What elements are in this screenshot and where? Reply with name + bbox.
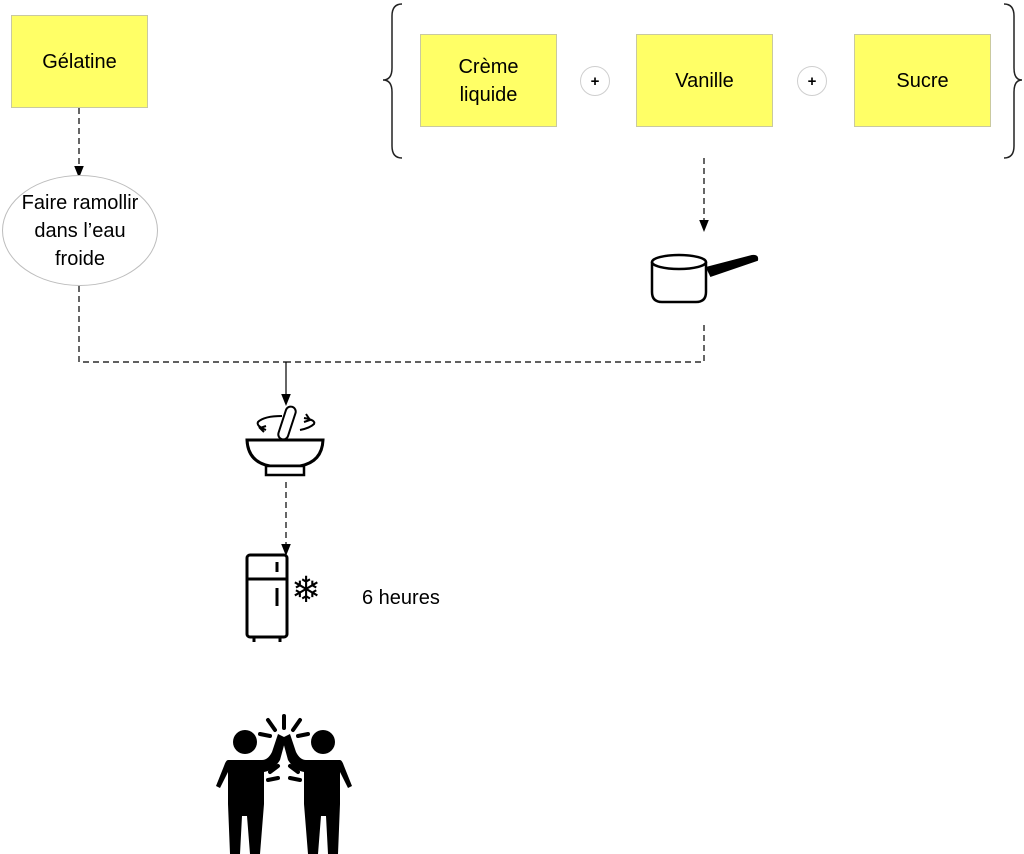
node-soften-in-cold-water: Faire ramollir dans l’eau froide (2, 175, 158, 286)
node-gelatine: Gélatine (11, 15, 148, 108)
node-soften-label: Faire ramollir dans l’eau froide (21, 191, 139, 270)
node-gelatine-label: Gélatine (42, 50, 117, 73)
node-vanilla-label: Vanille (675, 69, 734, 92)
node-vanilla: Vanille (636, 34, 773, 127)
fridge-icon (245, 553, 289, 642)
line-saucepan-to-merge (286, 325, 705, 363)
duration-label: 6 heures (362, 587, 440, 609)
plus-sign-label: + (590, 72, 600, 90)
node-liquid-cream: Crème liquide (420, 34, 557, 127)
node-sugar: Sucre (854, 34, 991, 127)
plus-sign-label: + (807, 72, 817, 90)
high-five-icon (216, 714, 352, 854)
right-brace (1003, 3, 1023, 159)
saucepan-icon (650, 253, 759, 304)
snowflake-icon: ❄ (291, 570, 322, 611)
node-liquid-cream-label: Crème liquide (458, 55, 519, 106)
plus-sign: + (797, 66, 827, 96)
left-brace (382, 3, 403, 159)
node-sugar-label: Sucre (896, 69, 949, 92)
plus-sign: + (580, 66, 610, 96)
mixing-bowl-icon (245, 405, 325, 477)
line-soften-to-merge (78, 286, 286, 363)
